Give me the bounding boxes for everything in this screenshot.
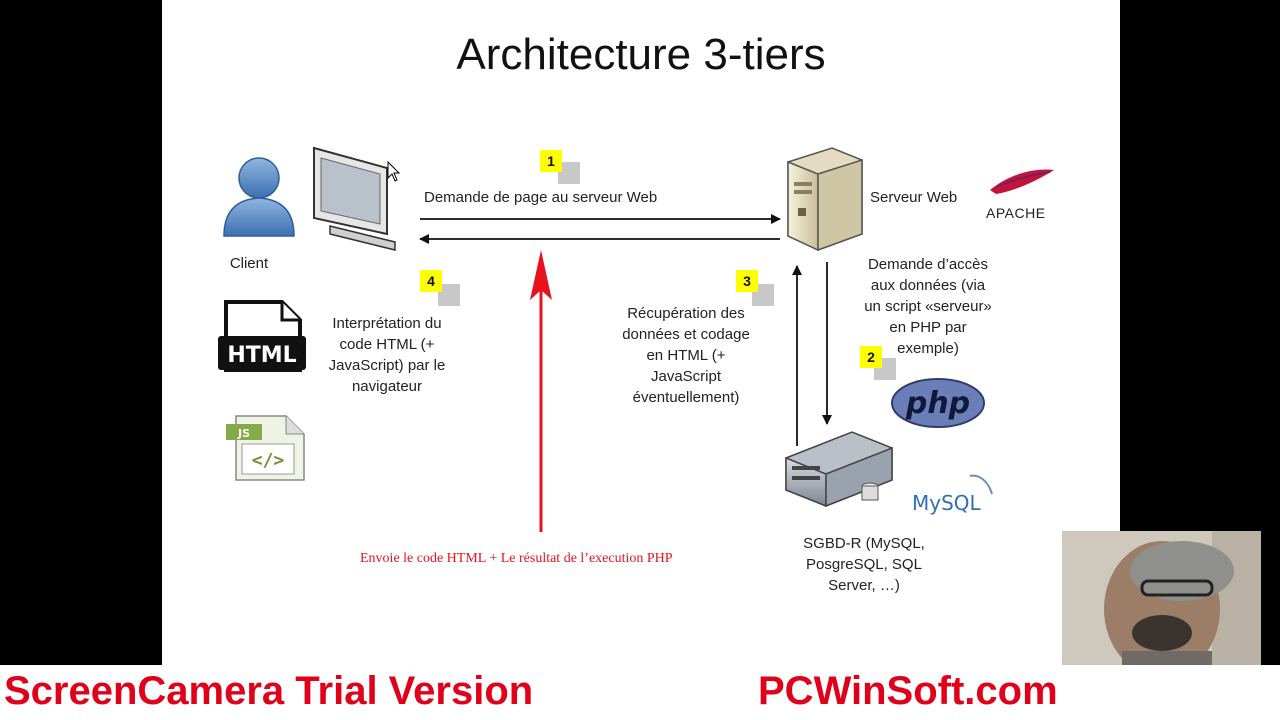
html-file-icon: HTML xyxy=(218,300,306,372)
webcam-overlay xyxy=(1062,531,1261,665)
data-access-line: en PHP par xyxy=(889,319,967,336)
client-label: Client xyxy=(229,255,269,272)
recuperation-text: Récupération des données et codage en HT… xyxy=(602,303,770,408)
red-arrowhead xyxy=(530,250,552,300)
sgbd-line: Server, …) xyxy=(828,577,900,594)
slide-title: Architecture 3-tiers xyxy=(456,30,826,79)
js-icon-code: </> xyxy=(252,450,285,471)
sgbd-line: PosgreSQL, SQL xyxy=(806,556,922,573)
recuperation-line: Récupération des xyxy=(627,305,745,322)
webcam-person-image xyxy=(1062,531,1261,665)
slide: Architecture 3-tiers xyxy=(162,0,1120,665)
sgbd-text: SGBD-R (MySQL, PosgreSQL, SQL Server, …) xyxy=(790,533,938,596)
data-access-line: un script «serveur» xyxy=(864,298,992,315)
server-label: Serveur Web xyxy=(870,189,958,206)
sgbd-line: SGBD-R (MySQL, xyxy=(803,535,925,552)
badge-1: 1 xyxy=(540,150,562,172)
trial-banner: ScreenCamera Trial Version PCWinSoft.com xyxy=(0,665,1280,720)
red-note: Envoie le code HTML + Le résultat de l’e… xyxy=(360,551,673,566)
data-access-line: exemple) xyxy=(897,340,959,357)
badge-2: 2 xyxy=(860,346,882,368)
data-access-line: aux données (via xyxy=(870,277,986,294)
apache-label: APACHE xyxy=(986,205,1046,221)
mysql-logo-text: MySQL xyxy=(912,491,982,515)
js-file-icon: JS </> xyxy=(226,415,305,481)
data-access-line: Demande d’accès xyxy=(867,256,989,273)
badge-1-shadow xyxy=(558,162,580,184)
trial-version-text: ScreenCamera Trial Version xyxy=(4,669,534,713)
data-access-text: Demande d’accès aux données (via un scri… xyxy=(848,254,1008,359)
interpretation-text: Interprétation du code HTML (+ JavaScrip… xyxy=(312,313,462,397)
php-logo: php xyxy=(891,378,985,428)
monitor-icon xyxy=(313,146,396,251)
interpretation-line: JavaScript) par le xyxy=(328,357,446,374)
js-icon-tag: JS xyxy=(237,427,250,440)
user-icon xyxy=(223,157,295,237)
interpretation-line: code HTML (+ xyxy=(339,336,435,353)
badge-4: 4 xyxy=(420,270,442,292)
badge-4-shadow xyxy=(438,284,460,306)
request-label: Demande de page au serveur Web xyxy=(424,189,658,206)
recuperation-line: en HTML (+ xyxy=(646,347,726,364)
apache-feather-icon xyxy=(990,169,1054,194)
recuperation-line: données et codage xyxy=(622,326,750,343)
cursor-icon xyxy=(387,160,401,182)
interpretation-line: Interprétation du xyxy=(332,315,442,332)
pcwinsoft-text: PCWinSoft.com xyxy=(758,669,1058,713)
server-icon xyxy=(787,147,863,252)
php-logo-text: php xyxy=(905,386,970,421)
html-icon-label: HTML xyxy=(227,343,296,368)
diagram-graphics: php MySQL HTML JS xyxy=(218,146,1054,532)
mysql-logo: MySQL xyxy=(912,474,993,515)
badge-3: 3 xyxy=(736,270,758,292)
recuperation-line: JavaScript xyxy=(650,368,722,385)
database-server-icon xyxy=(785,431,893,508)
interpretation-line: navigateur xyxy=(351,378,423,395)
recuperation-line: éventuellement) xyxy=(632,389,740,406)
